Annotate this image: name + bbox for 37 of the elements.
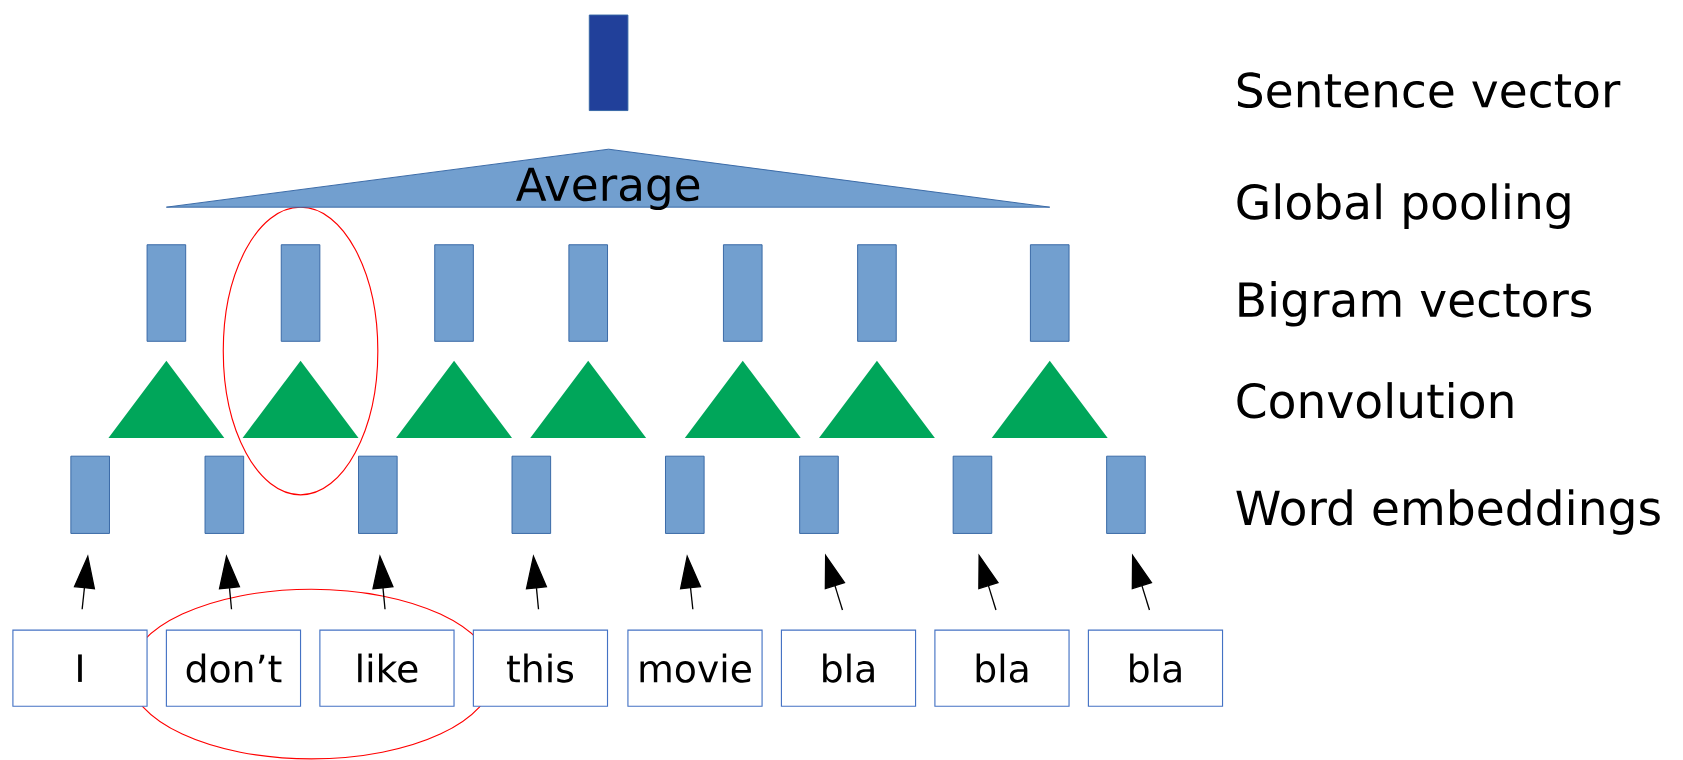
word-box: bla bbox=[780, 629, 917, 707]
vector-bar bbox=[857, 244, 897, 342]
vector-bar bbox=[1029, 244, 1070, 342]
convolution-triangle bbox=[991, 360, 1108, 438]
layer-label: Word embeddings bbox=[1236, 489, 1660, 535]
convolution-triangle bbox=[684, 360, 801, 438]
word-box: movie bbox=[627, 629, 763, 707]
vector-bar bbox=[665, 455, 705, 534]
convolution-triangle bbox=[396, 360, 512, 438]
pooling-triangle: Average bbox=[165, 148, 1051, 211]
word-box: this bbox=[472, 629, 609, 707]
vector-bar bbox=[952, 455, 993, 534]
layer-label: Sentence vector bbox=[1237, 72, 1621, 109]
vector-bar bbox=[1106, 455, 1146, 534]
vector-bar bbox=[204, 455, 245, 534]
word-box: I bbox=[12, 629, 148, 707]
vector-bar bbox=[434, 244, 474, 342]
vector-bar bbox=[568, 244, 608, 342]
vector-bar bbox=[146, 244, 187, 342]
layer-label: Global pooling bbox=[1237, 183, 1570, 229]
word-box: bla bbox=[934, 629, 1070, 707]
word-box: bla bbox=[1087, 629, 1224, 707]
convolution-triangle bbox=[108, 360, 225, 438]
word-box: like bbox=[319, 629, 455, 707]
convolution-triangle bbox=[819, 360, 935, 438]
vector-bar bbox=[799, 455, 839, 534]
convolution-triangle bbox=[242, 360, 359, 438]
sentence-vector-bar bbox=[588, 14, 629, 112]
layer-label: Bigram vectors bbox=[1239, 281, 1592, 327]
word-box: don’t bbox=[165, 629, 302, 707]
vector-bar bbox=[723, 244, 763, 342]
convolution-triangle bbox=[530, 360, 647, 438]
vector-bar bbox=[358, 455, 398, 534]
vector-bar bbox=[280, 244, 321, 342]
layer-label: Convolution bbox=[1237, 382, 1513, 419]
vector-bar bbox=[511, 455, 552, 534]
vector-bar bbox=[70, 455, 110, 534]
